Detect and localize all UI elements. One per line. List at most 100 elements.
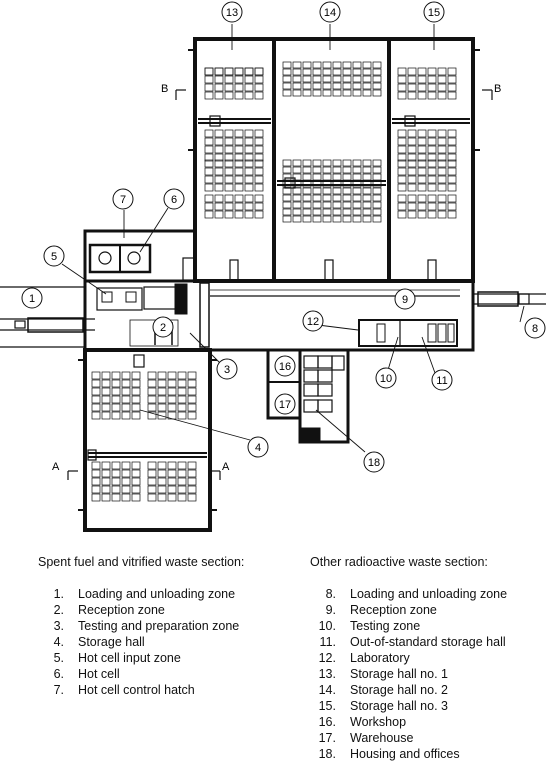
storage-position — [407, 210, 417, 219]
storage-position — [244, 202, 254, 211]
storage-position — [362, 75, 372, 83]
storage-position — [302, 75, 312, 83]
hot-cell-block — [83, 229, 197, 283]
storage-position — [177, 469, 187, 478]
storage-position — [437, 145, 447, 154]
storage-position — [302, 201, 312, 209]
storage-position — [187, 469, 197, 478]
legend-item-number: 10. — [318, 619, 336, 633]
callout-number: 14 — [324, 7, 336, 19]
storage-position — [447, 83, 457, 92]
storage-position — [254, 75, 264, 84]
storage-position — [447, 210, 457, 219]
storage-position — [332, 194, 342, 202]
storage-position — [427, 183, 437, 192]
legend-item-number: 14. — [318, 683, 336, 697]
storage-position — [427, 67, 437, 76]
storage-position — [397, 167, 407, 176]
storage-position — [447, 129, 457, 138]
storage-position — [362, 89, 372, 97]
storage-position — [167, 493, 177, 502]
legend-heading: Spent fuel and vitrified waste section: — [38, 555, 245, 569]
storage-position — [244, 67, 254, 76]
storage-position — [91, 411, 101, 420]
storage-position — [437, 167, 447, 176]
storage-position — [204, 75, 214, 84]
storage-position — [282, 68, 292, 76]
storage-position — [234, 183, 244, 192]
callout-8: 8 — [524, 317, 546, 339]
storage-position — [312, 75, 322, 83]
storage-position — [427, 91, 437, 100]
storage-position — [362, 208, 372, 216]
storage-position — [101, 395, 111, 404]
legend-item-label: Testing zone — [350, 619, 421, 633]
storage-position — [157, 477, 167, 486]
storage-position — [157, 411, 167, 420]
storage-position — [372, 194, 382, 202]
storage-position — [372, 215, 382, 223]
storage-position — [121, 371, 131, 380]
storage-position — [302, 89, 312, 97]
legend-item-label: Storage hall — [78, 635, 145, 649]
storage-position — [121, 485, 131, 494]
storage-position — [302, 215, 312, 223]
storage-position — [187, 387, 197, 396]
storage-position — [372, 173, 382, 181]
storage-position — [372, 75, 382, 83]
storage-position — [312, 173, 322, 181]
storage-position — [292, 215, 302, 223]
storage-position — [131, 371, 141, 380]
storage-position — [187, 461, 197, 470]
storage-position — [244, 67, 254, 76]
storage-position — [322, 75, 332, 83]
storage-position — [372, 201, 382, 209]
storage-position — [397, 175, 407, 184]
storage-position — [214, 183, 224, 192]
storage-position — [407, 159, 417, 168]
storage-position — [224, 175, 234, 184]
storage-position — [244, 91, 254, 100]
storage-position — [177, 477, 187, 486]
callout-number: 6 — [171, 194, 177, 206]
storage-position — [214, 202, 224, 211]
storage-position — [147, 493, 157, 502]
storage-position — [417, 129, 427, 138]
storage-position — [407, 75, 417, 84]
storage-position — [91, 469, 101, 478]
storage-position — [352, 75, 362, 83]
storage-position — [322, 166, 332, 174]
storage-position — [427, 129, 437, 138]
legend-item-label: Warehouse — [350, 731, 414, 745]
storage-position — [254, 129, 264, 138]
storage-position — [332, 89, 342, 97]
storage-position — [372, 159, 382, 167]
storage-position — [352, 208, 362, 216]
storage-position — [437, 75, 447, 84]
storage-position — [244, 183, 254, 192]
storage-position — [342, 187, 352, 195]
storage-position — [224, 145, 234, 154]
storage-position — [427, 83, 437, 92]
storage-position — [362, 201, 372, 209]
storage-position — [234, 67, 244, 76]
callout-number: 3 — [224, 364, 230, 376]
storage-position — [372, 166, 382, 174]
legend-item: 1.Loading and unloading zone — [38, 586, 244, 602]
storage-position — [187, 379, 197, 388]
storage-position — [204, 183, 214, 192]
storage-position — [417, 159, 427, 168]
storage-position — [352, 68, 362, 76]
storage-position — [234, 175, 244, 184]
storage-position — [352, 215, 362, 223]
storage-position — [302, 166, 312, 174]
storage-position — [447, 183, 457, 192]
storage-position — [312, 201, 322, 209]
callout-9: 9 — [394, 288, 416, 310]
legend-heading: Other radioactive waste section: — [310, 555, 488, 569]
storage-position — [282, 61, 292, 69]
storage-position — [121, 477, 131, 486]
lower-storage-hall — [78, 348, 217, 532]
storage-position — [302, 68, 312, 76]
storage-position — [147, 469, 157, 478]
